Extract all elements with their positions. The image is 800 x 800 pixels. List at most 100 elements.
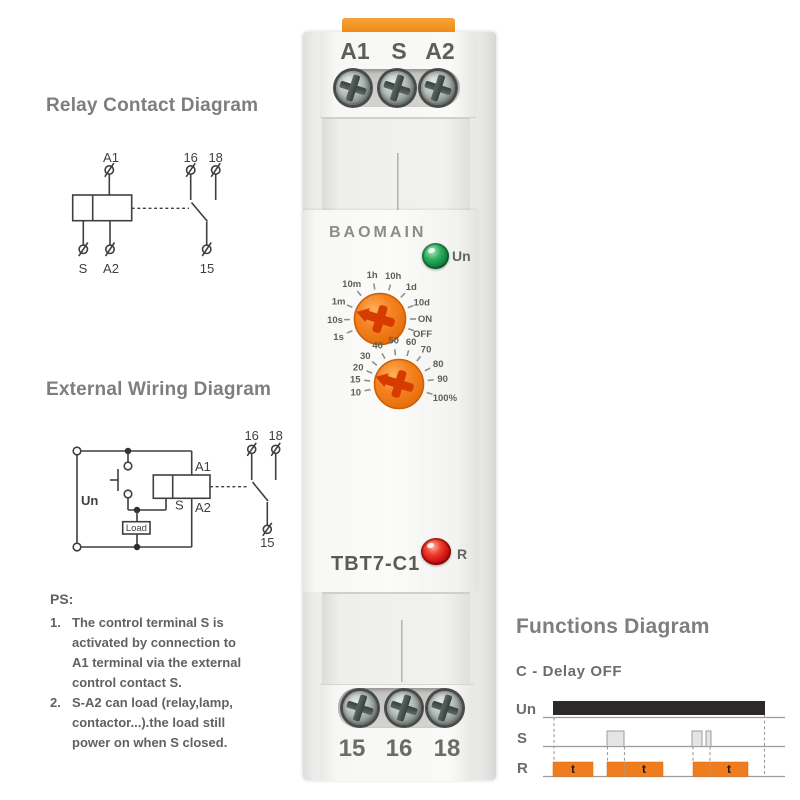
- un-supply-bar: [553, 701, 765, 715]
- dial-scale-tick: [371, 360, 378, 366]
- functions-diagram-title: Functions Diagram: [516, 615, 710, 638]
- note-item: 1. The control terminal S is activated b…: [50, 613, 260, 693]
- push-button: [110, 447, 133, 510]
- note-number: 1.: [50, 615, 61, 630]
- screw-terminal-a2: [421, 71, 455, 105]
- terminal-18-label: 18: [208, 150, 222, 165]
- screw-terminal-s: [380, 71, 414, 105]
- dial-scale-tick: [408, 328, 415, 332]
- screw-terminal-16: [387, 691, 421, 725]
- terminal-s: S: [78, 220, 89, 276]
- dial-scale-tick: [388, 284, 392, 291]
- dial-scale-tick: [356, 290, 362, 297]
- terminal-s-label: S: [79, 261, 88, 276]
- power-led-label: Un: [452, 248, 471, 264]
- dial-pointer: [356, 305, 395, 333]
- dial-pointer: [375, 370, 414, 398]
- model-label: TBT7-C1: [331, 553, 421, 575]
- din-clip-top: [342, 18, 455, 34]
- relay-led-label: R: [457, 546, 468, 562]
- timing-row-label-un: Un: [516, 701, 536, 718]
- dial-scale-label: 70: [421, 345, 432, 356]
- dial-scale-tick: [427, 378, 434, 382]
- dial-scale-label: 15: [350, 375, 361, 386]
- timing-row-label-r: R: [517, 760, 528, 777]
- led-glint: [427, 246, 436, 255]
- dial-scale-tick: [346, 304, 353, 309]
- upper-housing-recess: [322, 117, 470, 214]
- s-control-pulse: [606, 730, 625, 747]
- screw-terminal-18: [428, 691, 462, 725]
- note-number: 2.: [50, 695, 61, 710]
- screw-terminal-15: [343, 691, 377, 725]
- power-led-green: [422, 243, 449, 269]
- dial-scale-label: 10h: [385, 271, 402, 282]
- lower-housing-recess: [322, 592, 470, 687]
- brand-logo: BAOMAIN: [329, 224, 427, 241]
- un-source-label: Un: [81, 493, 98, 508]
- notes-heading: PS:: [50, 591, 74, 607]
- dial-scale-tick: [372, 283, 376, 290]
- relay-output-bar: [692, 761, 749, 777]
- dial-scale-label: 40: [372, 341, 383, 352]
- dial-scale-tick: [366, 370, 373, 374]
- contact-switch: 16 18 15: [244, 428, 282, 550]
- terminal-a1-label: A1: [103, 150, 119, 165]
- dial-scale-label: 10d: [414, 297, 431, 308]
- terminal-a1-label: A1: [195, 459, 211, 474]
- relay-output-bar: [552, 761, 594, 777]
- dial-scale-label: 10: [351, 388, 362, 399]
- load-branch: Load: [121, 506, 151, 551]
- housing-seam: [401, 620, 403, 682]
- terminal-a1: A1: [103, 150, 119, 195]
- s-control-pulse: [705, 730, 712, 747]
- coil-symbol: [71, 194, 133, 222]
- dial-scale-tick: [406, 350, 410, 357]
- dial-scale-label: 90: [437, 374, 448, 385]
- delay-time-label: t: [642, 762, 646, 776]
- terminal-a2-label: A2: [103, 261, 119, 276]
- dial-scale-tick: [416, 355, 422, 362]
- dial-scale-label: 1m: [332, 297, 346, 308]
- terminal-label-s: S: [391, 38, 407, 64]
- terminal-s-label: S: [175, 498, 184, 513]
- terminal-16-label: 16: [244, 428, 258, 443]
- notes: PS: 1. The control terminal S is activat…: [50, 591, 260, 753]
- terminal-18-label: 18: [268, 428, 282, 443]
- dial-scale-label: 1d: [406, 282, 417, 293]
- dial-scale-tick: [424, 367, 431, 372]
- contact-switch: 16 18 15: [183, 150, 222, 276]
- dial-scale-tick: [400, 292, 406, 298]
- dial-scale-label: OFF: [413, 329, 432, 340]
- relay-contact-diagram-title: Relay Contact Diagram: [46, 95, 259, 116]
- dial-scale-tick: [426, 391, 433, 395]
- terminal-15-label: 15: [260, 535, 274, 550]
- dial-scale-label: 50: [388, 336, 399, 347]
- note-item: 2. S-A2 can load (relay,lamp, contactor.…: [50, 693, 260, 753]
- timing-row-label-s: S: [517, 730, 528, 747]
- dial-scale-label: 10m: [342, 279, 361, 290]
- dial-scale-tick: [381, 353, 386, 360]
- terminal-label-16: 16: [385, 735, 413, 762]
- terminal-label-15: 15: [338, 735, 366, 762]
- external-wiring-diagram: Un S A1 A2 Load: [72, 428, 283, 552]
- load-label: Load: [126, 523, 147, 534]
- relay-contact-diagram: A1 S A2 16 18: [71, 150, 223, 276]
- screw-terminal-a1: [336, 71, 370, 105]
- dial-scale-label: 100%: [433, 393, 458, 404]
- timer-relay-device: A1 S A2 BAOMAIN Un: [300, 8, 500, 792]
- dial-scale-label: 10s: [327, 315, 343, 326]
- terminal-label-18: 18: [433, 735, 461, 762]
- relay-led-red: [421, 538, 451, 565]
- dial-scale-label: 60: [406, 337, 417, 348]
- relay-output-bar: [606, 761, 664, 777]
- dial-scale-label: 30: [360, 351, 371, 362]
- dial-scale-label: 20: [353, 363, 364, 374]
- dial-scale-tick: [393, 349, 397, 356]
- terminal-label-a1: A1: [340, 38, 370, 64]
- dial-scale-tick: [407, 304, 414, 309]
- external-wiring-diagram-title: External Wiring Diagram: [46, 379, 272, 400]
